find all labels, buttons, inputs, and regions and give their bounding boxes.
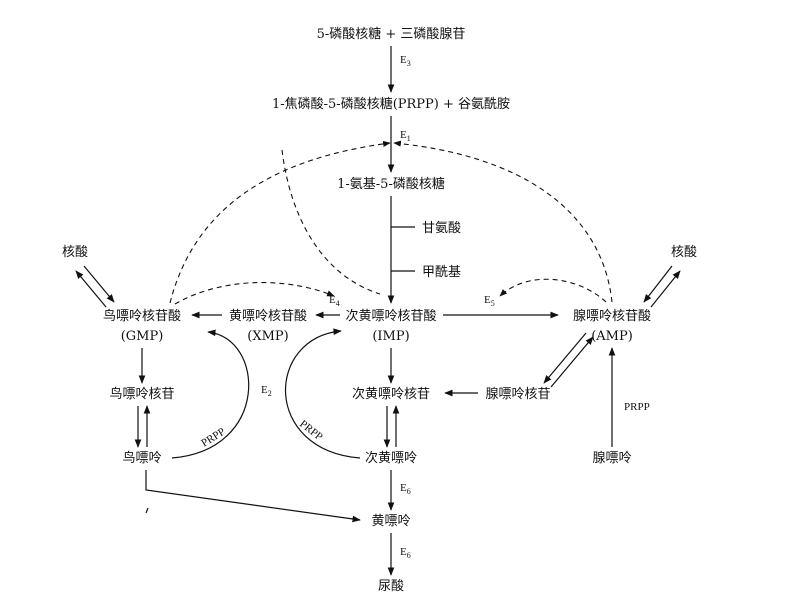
feedback-e1-to-imp <box>281 149 381 295</box>
feedback-gmp-to-e1 <box>169 140 391 304</box>
arrow-nucleic-right-to-amp <box>643 265 673 303</box>
enzyme-e6-second: E6 <box>400 546 411 560</box>
node-xmp: 黄嘌呤核苷酸 <box>229 308 307 324</box>
node-inosine: 次黄嘌呤核苷 <box>352 386 430 402</box>
node-uric-acid: 尿酸 <box>378 579 404 594</box>
node-gmp: 鸟嘌呤核苷酸 <box>103 308 181 324</box>
node-gmp-abbr: (GMP) <box>121 329 164 344</box>
enzyme-e6-first: E6 <box>400 482 411 496</box>
node-formyl: 甲酰基 <box>422 265 461 280</box>
node-amp: 腺嘌呤核苷酸 <box>573 308 651 324</box>
node-guanine: 鸟嘌呤 <box>122 450 161 466</box>
node-ribosylamine: 1-氨基-5-磷酸核糖 <box>337 176 445 192</box>
node-imp-abbr: (IMP) <box>372 329 409 344</box>
arrow-amp-to-adenosine <box>543 332 587 384</box>
node-glycine: 甘氨酸 <box>422 221 461 236</box>
stray-mark <box>145 507 149 514</box>
node-guanosine: 鸟嘌呤核苷 <box>109 386 174 402</box>
enzyme-e2: E2 <box>261 384 272 398</box>
node-substrates: 5-磷酸核糖 + 三磷酸腺苷 <box>317 26 466 42</box>
node-prpp-glutamine: 1-焦磷酸-5-磷酸核糖(PRPP) + 谷氨酰胺 <box>272 96 510 112</box>
node-adenosine: 腺嘌呤核苷 <box>485 386 550 402</box>
enzyme-e4: E4 <box>329 294 340 308</box>
node-xanthine: 黄嘌呤 <box>371 513 410 529</box>
feedback-amp-to-e1 <box>393 140 613 303</box>
feedback-amp-to-e5 <box>499 278 607 303</box>
enzyme-e3: E3 <box>400 54 411 68</box>
enzyme-e5: E5 <box>484 294 495 308</box>
arrow-guanine-to-xanthine <box>145 470 361 523</box>
node-imp: 次黄嘌呤核苷酸 <box>345 308 436 324</box>
node-nucleic-acid-right: 核酸 <box>671 245 697 260</box>
arrow-amp-to-nucleic-right <box>650 270 681 308</box>
label-prpp-mid: PRPP <box>297 418 325 443</box>
curve-hypoxanthine-to-imp <box>284 328 361 459</box>
node-amp-abbr: (AMP) <box>591 329 633 344</box>
node-xmp-abbr: (XMP) <box>247 329 288 344</box>
arrow-adenosine-to-amp <box>550 336 594 388</box>
curve-guanine-to-gmp <box>171 329 250 459</box>
node-nucleic-acid-left: 核酸 <box>62 245 88 260</box>
label-prpp-right: PRPP <box>624 401 650 413</box>
node-adenine: 腺嘌呤 <box>592 450 631 466</box>
arrow-gmp-to-nucleic-left <box>75 270 107 308</box>
feedback-gmp-to-e4 <box>174 282 335 305</box>
arrow-nucleic-left-to-gmp <box>83 265 115 303</box>
enzyme-e1: E1 <box>400 129 411 143</box>
node-hypoxanthine: 次黄嘌呤 <box>365 450 417 466</box>
